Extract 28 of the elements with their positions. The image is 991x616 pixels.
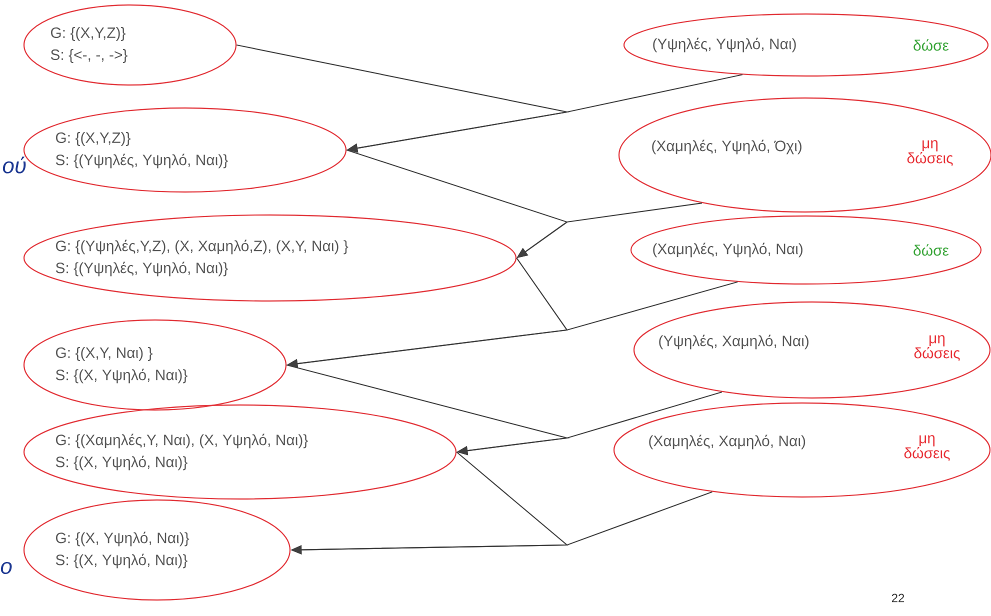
hypothesis-text: S: {(X, Υψηλό, Ναι)} <box>56 456 188 470</box>
hypothesis-text: G: {(X,Y,Z)} <box>56 132 131 146</box>
text-fragment: ού <box>2 156 26 174</box>
hypothesis-text: G: {(Υψηλές,Y,Z), (X, Χαμηλό,Z), (X,Y, Ναι) } <box>56 240 348 254</box>
hypothesis-text: S: {<-, -, ->} <box>50 49 128 63</box>
decision-text: μη δώσεις <box>904 435 950 461</box>
page-number: 22 <box>892 594 904 602</box>
arrow <box>286 364 570 456</box>
hypothesis-text: S: {(X, Υψηλό, Ναι)} <box>56 368 188 384</box>
hypothesis-text: G: {(X,Y, Ναι) } <box>56 347 153 361</box>
example-text: (Χαμηλές, Χαμηλό, Ναι) <box>649 434 806 450</box>
arrow <box>236 44 570 153</box>
decision-text: μη δώσεις <box>914 335 960 361</box>
example-text: (Χαμηλές, Υψηλό, Ναι) <box>653 242 802 258</box>
decision-text: μη δώσεις <box>907 140 953 166</box>
example-text: (Χαμηλές, Υψηλό, Όχι) <box>652 140 802 154</box>
example-text: (Υψηλές, Χαμηλό, Ναι) <box>659 334 808 350</box>
hypothesis-text: G: {(X,Y,Z)} <box>50 27 126 41</box>
text-fragment: ο <box>0 562 12 574</box>
hypothesis-text: S: {(Υψηλές, Υψηλό, Ναι)} <box>56 262 228 276</box>
hypothesis-text: G: {(Χαμηλές,Y, Ναι), (X, Υψηλό, Ναι)} <box>56 434 308 448</box>
decision-text: δώσε <box>914 39 949 51</box>
hypothesis-text: S: {(Υψηλές, Υψηλό, Ναι)} <box>56 154 228 168</box>
decision-text: δώσε <box>914 244 949 256</box>
example-text: (Υψηλές, Υψηλό, Ναι) <box>653 38 796 52</box>
arrow <box>346 149 568 258</box>
hypothesis-text: S: {(X, Υψηλό, Ναι)} <box>56 554 188 568</box>
hypothesis-text: G: {(X, Υψηλό, Ναι)} <box>56 532 190 546</box>
